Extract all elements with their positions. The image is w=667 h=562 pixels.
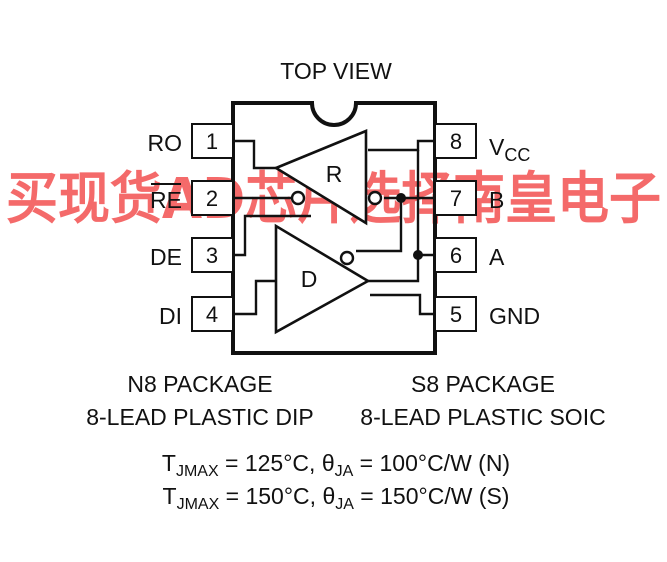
- package-body: [231, 101, 437, 355]
- pin-2-name: RE: [150, 187, 182, 213]
- package-left-line1: N8 PACKAGE: [127, 371, 272, 397]
- driver-output-bubble: [339, 250, 355, 266]
- pin-7-number: 7: [450, 186, 462, 211]
- receiver-buffer: R: [273, 129, 383, 226]
- pin-3-name: DE: [150, 244, 182, 270]
- thermal-line-2: TJMAX = 150°C, θJA = 150°C/W (S): [163, 483, 510, 513]
- pin-6-box: [434, 237, 477, 273]
- thermal-line-1: TJMAX = 125°C, θJA = 100°C/W (N): [162, 450, 510, 480]
- pin-5-number: 5: [450, 302, 462, 327]
- pin-5-name: GND: [489, 303, 540, 329]
- top-view-label: TOP VIEW: [280, 58, 392, 84]
- pin-2-box: [191, 180, 234, 216]
- pin-6-number: 6: [450, 243, 462, 268]
- pin-3-number: 3: [206, 243, 218, 268]
- pin-3-box: [191, 237, 234, 273]
- pin-6-name: A: [489, 244, 505, 270]
- pin-1-box: [191, 123, 234, 159]
- package-left-line2: 8-LEAD PLASTIC DIP: [86, 404, 314, 430]
- pin-5-box: [434, 296, 477, 332]
- pin-1-name: RO: [148, 130, 183, 156]
- pin-8-name-main: V: [489, 134, 505, 160]
- pin-1-number: 1: [206, 129, 218, 154]
- pin-4-name: DI: [159, 303, 182, 329]
- pin-2-number: 2: [206, 186, 218, 211]
- pin-8-name-sub: CC: [504, 145, 530, 165]
- pin-4-number: 4: [206, 302, 218, 327]
- pin-4-box: [191, 296, 234, 332]
- pin-8-number: 8: [450, 129, 462, 154]
- pin-8-name: VCC: [489, 134, 530, 165]
- junction-dots: [396, 193, 423, 260]
- pin-7-name: B: [489, 187, 504, 213]
- receiver-input-bubble: [367, 190, 383, 206]
- pin-boxes: [191, 123, 477, 332]
- receiver-enable-bubble: [290, 190, 306, 206]
- driver-label: D: [301, 266, 318, 292]
- driver-buffer: D: [274, 223, 371, 335]
- package-right-line1: S8 PACKAGE: [411, 371, 555, 397]
- receiver-label: R: [326, 161, 343, 187]
- package-right-line2: 8-LEAD PLASTIC SOIC: [360, 404, 605, 430]
